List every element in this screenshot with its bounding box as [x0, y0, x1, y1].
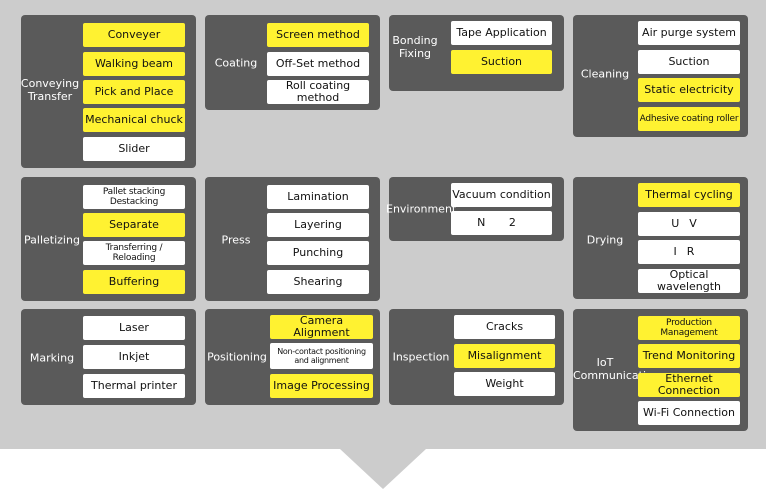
category-label: Palletizing [24, 233, 80, 247]
capability-item: Slider [83, 137, 185, 161]
capability-item: Adhesive coating roller [638, 107, 740, 131]
capability-item: Buffering [83, 270, 185, 294]
category-label: Press [221, 233, 251, 247]
category-label: Inspection [392, 350, 450, 364]
capability-item: Shearing [267, 270, 369, 294]
capability-item: N 2 [451, 211, 552, 235]
capability-item: Lamination [267, 185, 369, 209]
capability-item: Image Processing [270, 374, 373, 398]
capability-item: Ethernet Connection [638, 373, 740, 397]
capability-item: Conveyer [83, 23, 185, 47]
capability-item: Thermal printer [83, 374, 185, 398]
capability-item: Static electricity [638, 78, 740, 102]
capability-item: Camera Alignment [270, 315, 373, 339]
capability-item: IR [638, 240, 740, 264]
capability-item: Non-contact positioning and alignment [270, 343, 373, 369]
capability-item: Off-Set method [267, 52, 369, 76]
category-label: Drying [586, 233, 624, 247]
capability-item: Thermal cycling [638, 183, 740, 207]
capability-item: Transferring / Reloading [83, 241, 185, 265]
capability-item: Wi-Fi Connection [638, 401, 740, 425]
category-label: Cleaning [580, 67, 630, 81]
capability-item: Vacuum condition [451, 183, 552, 207]
category-label: Marking [29, 351, 75, 365]
category-label: Coating [214, 56, 258, 70]
capability-item: Cracks [454, 315, 555, 339]
capability-item: Pick and Place [83, 80, 185, 104]
capability-item: Optical wavelength [638, 269, 740, 293]
category-label: Positioning [207, 350, 267, 364]
capability-item: Production Management [638, 316, 740, 340]
capability-item: Weight [454, 372, 555, 396]
capability-item: Layering [267, 213, 369, 237]
capability-item: Punching [267, 241, 369, 265]
capability-item: Misalignment [454, 344, 555, 368]
capability-item: Laser [83, 316, 185, 340]
category-label: Bonding Fixing [392, 34, 438, 60]
capability-item: Separate [83, 213, 185, 237]
capability-item: Roll coating method [267, 80, 369, 104]
capability-item: Tape Application [451, 21, 552, 45]
capability-item: Pallet stacking Destacking [83, 185, 185, 209]
capability-item: Screen method [267, 23, 369, 47]
capability-item: Walking beam [83, 52, 185, 76]
capability-item: Mechanical chuck [83, 108, 185, 132]
category-label: Environment [386, 202, 457, 216]
capability-item: UV [638, 212, 740, 236]
category-label: IoT Communication [573, 356, 660, 382]
capability-item: Trend Monitoring [638, 344, 740, 368]
capability-item: Inkjet [83, 345, 185, 369]
capability-item: Air purge system [638, 21, 740, 45]
capability-item: Suction [451, 50, 552, 74]
category-label: Conveying Transfer [20, 77, 80, 103]
capability-item: Suction [638, 50, 740, 74]
